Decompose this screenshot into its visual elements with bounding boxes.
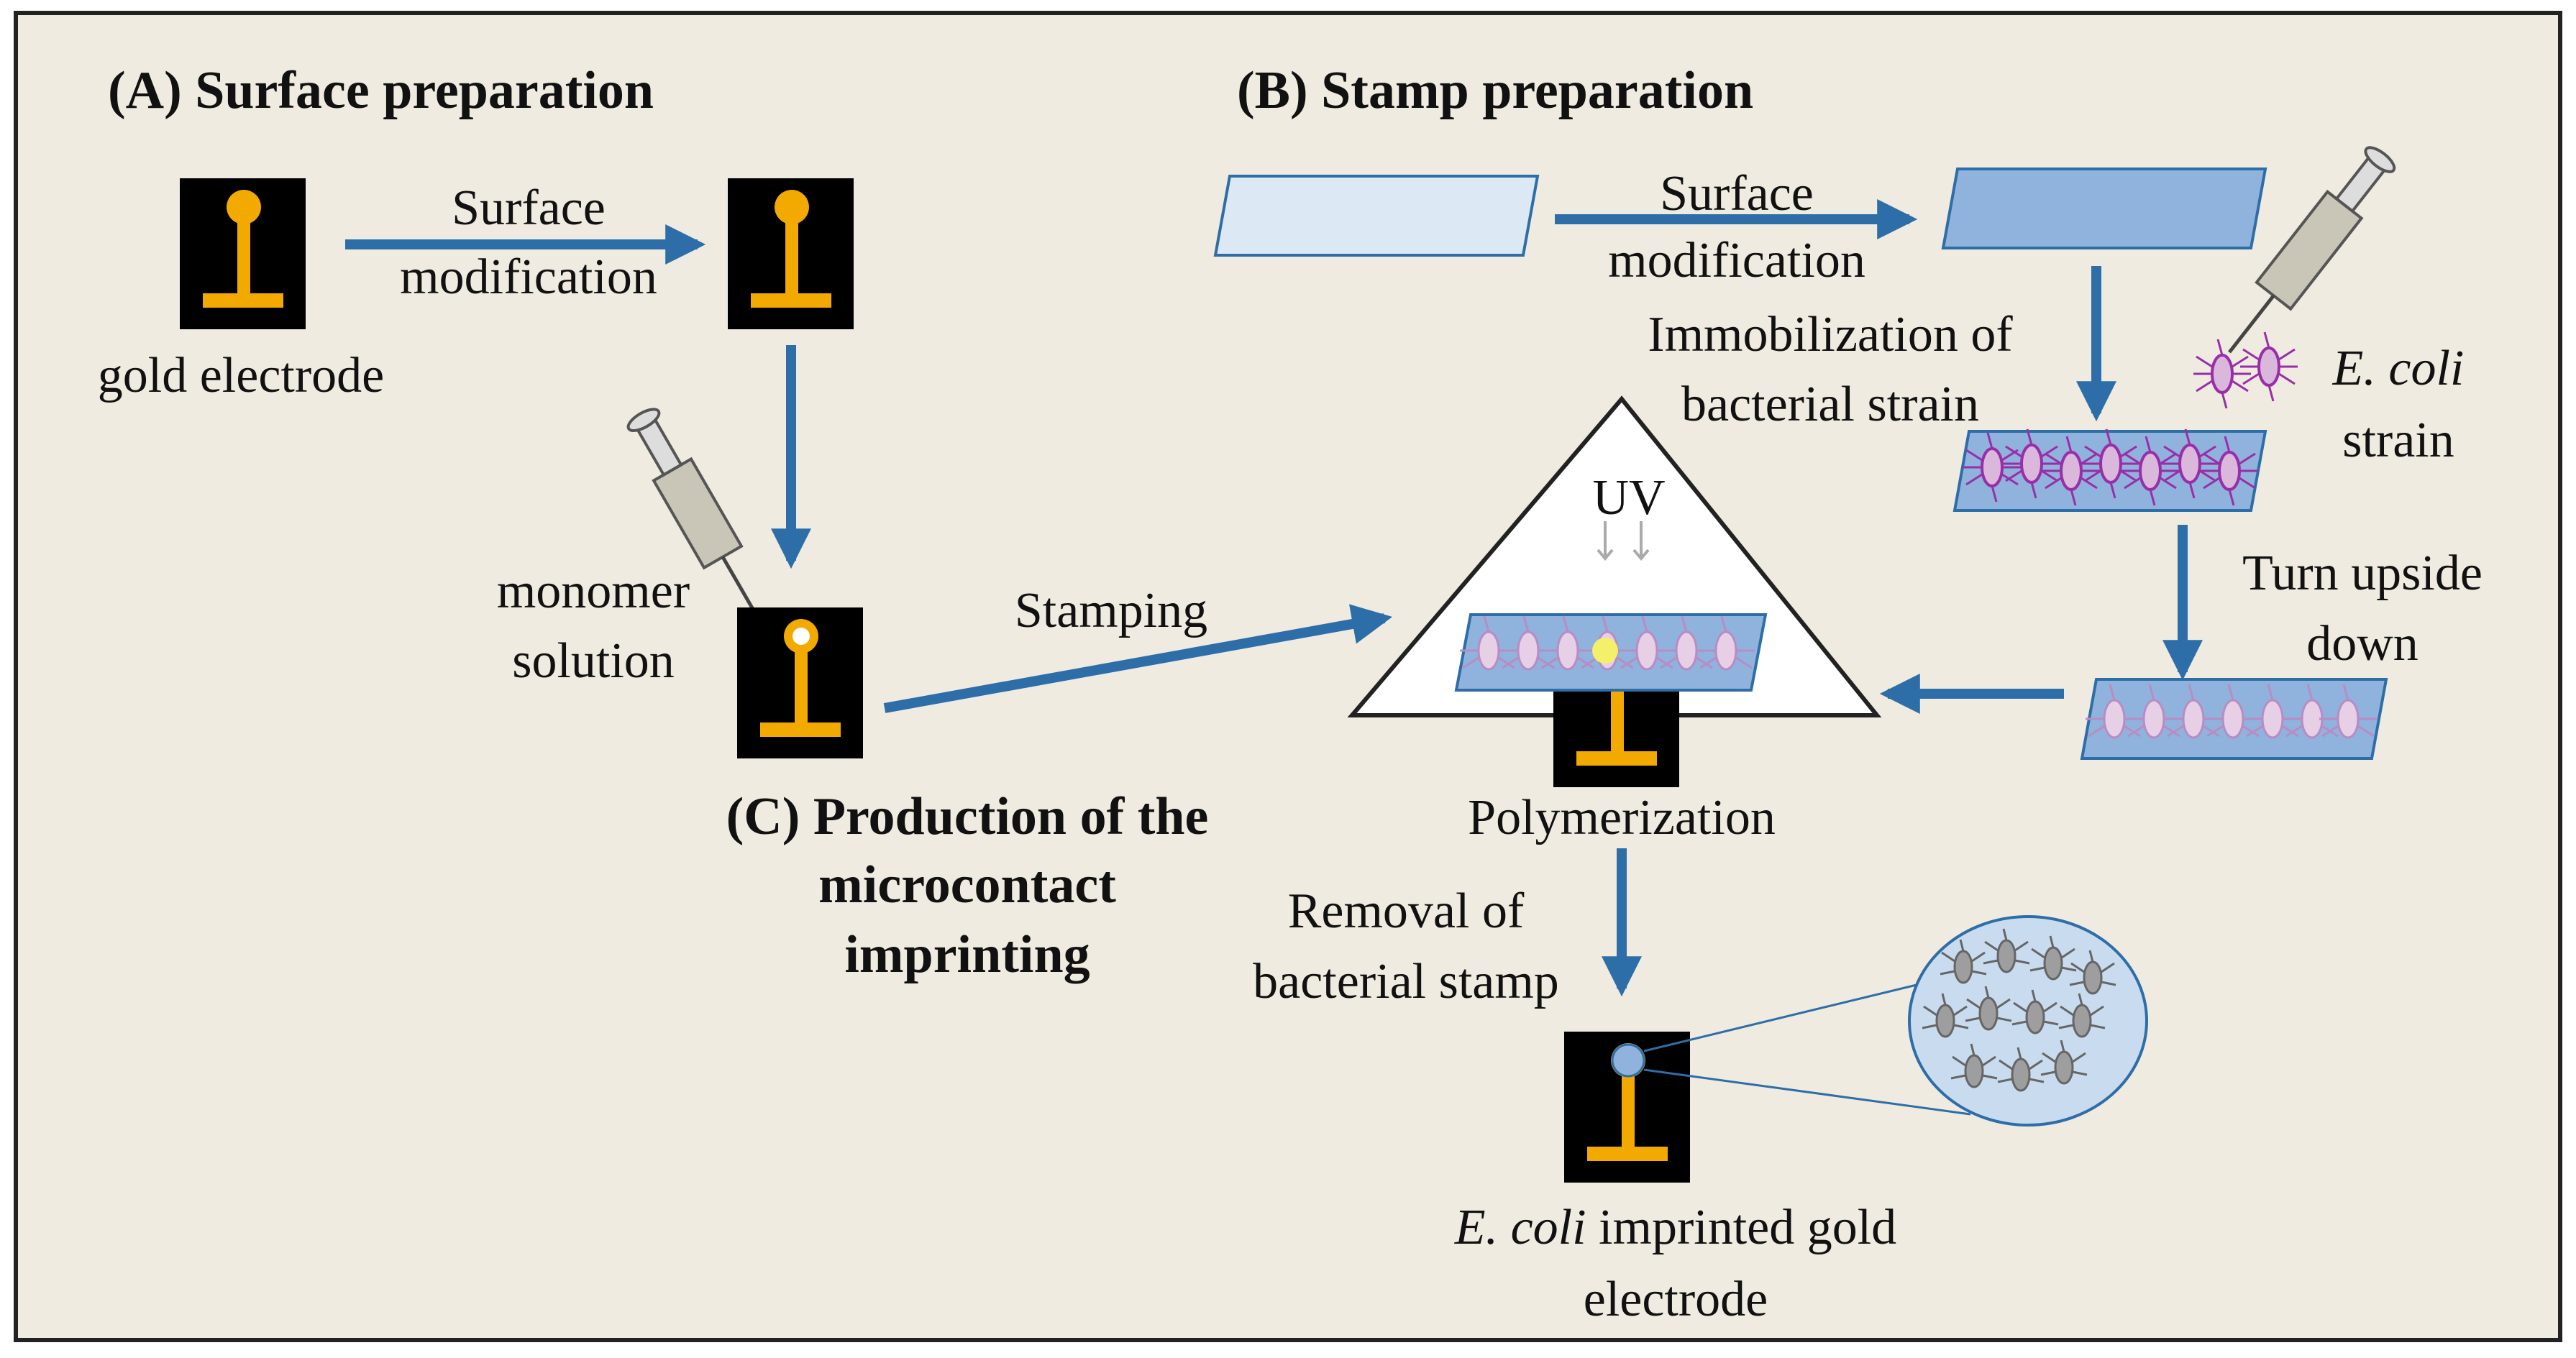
turn-line2: down (2306, 616, 2419, 671)
panel-a-title: (A) Surface preparation (108, 61, 654, 120)
ecoli-line2: strain (2342, 413, 2454, 468)
magnifier-icon (1908, 915, 2148, 1127)
monomer-line1: monomer (497, 564, 690, 619)
gold-electrode-icon (180, 178, 306, 329)
immobilization-line1: Immobilization of (1648, 307, 2013, 362)
panel-c-title-line3: imprinting (844, 925, 1090, 984)
surface-mod-a-line1: Surface (452, 180, 606, 236)
electrode-with-monomer (737, 607, 863, 758)
removal-line2: bacterial stamp (1253, 954, 1559, 1009)
stamping-label: Stamping (1015, 583, 1207, 638)
gold-electrode-label: gold electrode (98, 348, 384, 403)
glass-slide-icon (1213, 175, 1540, 257)
modified-electrode-icon (728, 178, 854, 329)
uv-chamber: UV (1347, 395, 1882, 787)
turn-line1: Turn upside (2242, 546, 2483, 601)
ecoli-line1: E. coli (2332, 341, 2465, 396)
arrow-stamping (883, 604, 1393, 713)
zoom-line-bottom (1643, 1068, 1971, 1116)
zoom-line-top (1643, 983, 1917, 1052)
final-label-line2: electrode (1584, 1272, 1768, 1327)
syringe-icon (626, 408, 764, 627)
final-label-line1: E. coli imprinted gold (1454, 1200, 1896, 1255)
bacteria-coated-slide (1952, 428, 2267, 512)
immobilization-line2: bacterial strain (1681, 377, 1979, 432)
panel-c-title-line2: microcontact (818, 855, 1116, 914)
modified-glass-slide-icon (1941, 168, 2267, 249)
removal-line1: Removal of (1288, 884, 1525, 939)
uv-label: UV (1592, 470, 1665, 526)
uv-lamp-icon (1597, 521, 1650, 561)
surface-mod-b-line2: modification (1608, 233, 1865, 288)
polymerization-label: Polymerization (1468, 790, 1776, 845)
surface-mod-b-line1: Surface (1660, 166, 1814, 221)
surface-mod-a-line2: modification (400, 249, 657, 305)
flipped-stamp-slide (2080, 678, 2388, 760)
syringe-icon (2228, 146, 2396, 354)
imprinted-electrode-icon (1564, 1032, 1690, 1183)
panel-b-title: (B) Stamp preparation (1237, 61, 1753, 120)
monomer-line2: solution (512, 633, 675, 689)
panel-c-title-line1: (C) Production of the (726, 787, 1209, 846)
